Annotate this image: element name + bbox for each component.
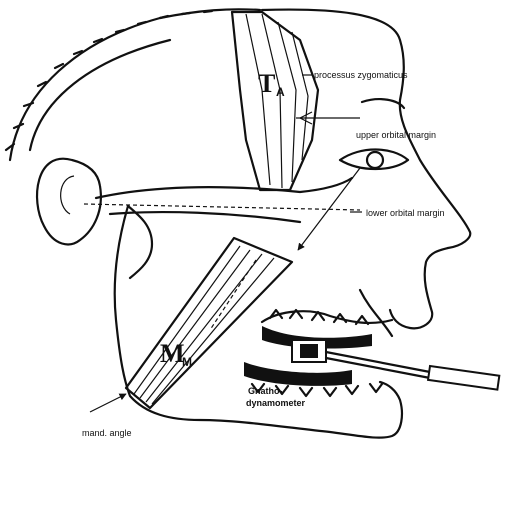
masseter-muscle	[126, 238, 292, 408]
label-lower-orbital-margin: lower orbital margin	[366, 208, 445, 218]
label-mand-angle: mand. angle	[82, 428, 132, 438]
label-processus-zygomaticus: processus zygomaticus	[314, 70, 408, 80]
label-gnatho-line1: Gnatho-	[248, 386, 283, 396]
eye	[340, 150, 408, 170]
label-temporalis-symbol: T	[258, 69, 275, 98]
label-upper-orbital-margin: upper orbital margin	[356, 130, 436, 140]
label-masseter-symbol: M	[160, 339, 185, 368]
hair-outline	[6, 9, 260, 160]
label-masseter-sub: M	[182, 355, 192, 369]
label-gnatho-line2: dynamometer	[246, 398, 306, 408]
zygomatic-arch	[96, 178, 352, 222]
ear	[37, 159, 101, 245]
label-temporalis-sub: A	[276, 85, 285, 99]
temporalis-muscle	[232, 12, 318, 190]
